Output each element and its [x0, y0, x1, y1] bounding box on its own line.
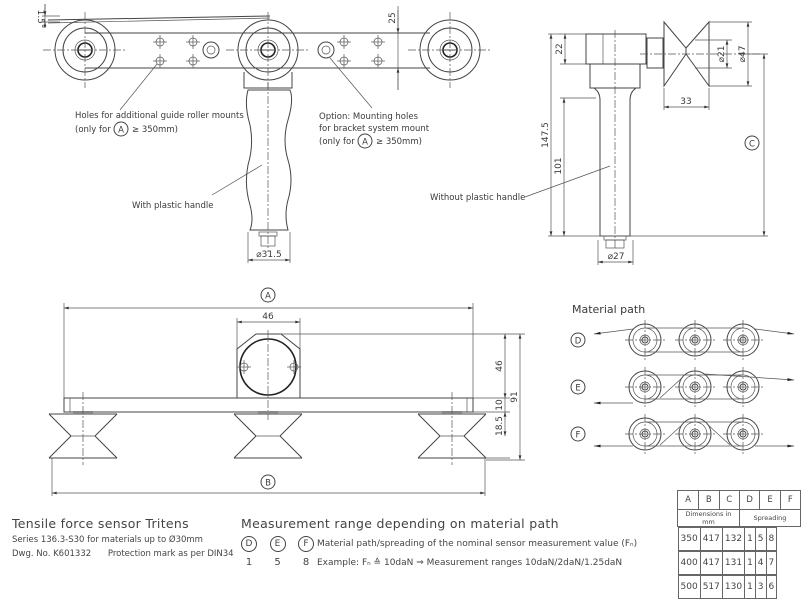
measurement-description: Material path/spreading of the nominal s…	[317, 539, 638, 549]
table-header-row: A B C D E F	[676, 490, 801, 510]
note-mounting-line1: Option: Mounting holes	[319, 112, 419, 122]
cell: 8	[765, 527, 778, 551]
label-with-handle: With plastic handle	[132, 201, 213, 211]
header-a: A	[676, 490, 700, 510]
cell: 500	[677, 575, 701, 599]
dim-dia-21: ⌀21	[717, 46, 727, 63]
side-view: ⌀21 ⌀47 33 22 147.5 101 C ⌀27	[430, 20, 768, 265]
cell: 1	[744, 527, 756, 551]
cell: 6	[765, 575, 778, 599]
table-row: 500 517 130 1 3 6	[677, 575, 778, 599]
note-mounting-line2: for bracket system mount	[319, 124, 430, 134]
dim-angle: 1.5°	[35, 10, 45, 29]
measurement-factors-row: 1 5 8 Example: Fₙ ≙ 10daN ⇒ Measurement …	[241, 557, 637, 568]
cell: 3	[754, 575, 767, 599]
factor-d: 1	[245, 557, 253, 568]
cell: 5	[754, 527, 767, 551]
dim-22: 22	[555, 43, 565, 54]
path-label-f: F	[576, 431, 581, 441]
marker-a-front: A	[265, 292, 271, 302]
cell: 417	[699, 551, 723, 575]
group-dimensions: Dimensions in mm	[677, 509, 740, 527]
path-label-d: D	[575, 337, 582, 347]
cell: 7	[765, 551, 778, 575]
drawing-info: Dwg. No. K601332 Protection mark as per …	[12, 549, 234, 559]
note-mounting-line4: ≥ 350mm)	[376, 137, 422, 147]
cell: 417	[699, 527, 723, 551]
measurement-example: Example: Fₙ ≙ 10daN ⇒ Measurement ranges…	[317, 557, 623, 568]
dim-handle-diameter: ⌀31.5	[256, 250, 281, 260]
header-c: C	[718, 490, 740, 510]
cell: 130	[721, 575, 746, 599]
drawing-number: Dwg. No. K601332	[12, 549, 92, 559]
dim-10: 10	[495, 399, 505, 411]
key-e: E	[269, 536, 286, 552]
note-mounting-line3: (only for	[319, 137, 355, 147]
factor-e: 5	[274, 557, 281, 568]
measurement-keys-row: D E F Material path/spreading of the nom…	[241, 536, 637, 552]
table-group-row: Dimensions in mm Spreading	[677, 509, 801, 527]
dim-91: 91	[510, 391, 520, 402]
dim-dia-27: ⌀27	[608, 252, 625, 262]
cell: 132	[721, 527, 746, 551]
header-f: F	[779, 490, 801, 510]
marker-c: C	[749, 140, 755, 150]
dim-33: 33	[680, 97, 691, 107]
dim-147-5: 147.5	[541, 122, 551, 148]
measurement-title: Measurement range depending on material …	[241, 516, 559, 531]
note-guide-roller-line3: ≥ 350mm)	[132, 125, 178, 135]
marker-b: B	[265, 479, 271, 489]
marker-a: A	[118, 126, 124, 136]
dim-18-5: 18.5	[495, 416, 505, 436]
cell: 517	[699, 575, 723, 599]
key-d: D	[241, 536, 257, 552]
path-label-e: E	[575, 384, 580, 394]
cell: 1	[744, 575, 756, 599]
note-guide-roller-line1: Holes for additional guide roller mounts	[75, 111, 244, 121]
technical-drawing: ⌀31.5 1.5° 25 Holes for additional guide…	[35, 4, 795, 496]
measurement-range: Measurement range depending on material …	[241, 516, 637, 568]
note-guide-roller-line2: (only for	[75, 125, 111, 135]
cell: 1	[744, 551, 756, 575]
dim-101: 101	[554, 157, 564, 174]
dim-25: 25	[388, 12, 398, 23]
material-path-title: Material path	[572, 303, 645, 316]
header-e: E	[759, 490, 781, 510]
label-without-handle: Without plastic handle	[430, 193, 525, 203]
front-view: A 46 46 10 18.5	[48, 287, 525, 496]
product-title: Tensile force sensor Tritens	[12, 516, 189, 531]
table-row: 350 417 132 1 5 8	[677, 527, 778, 551]
header-b: B	[698, 490, 720, 510]
title-block: Tensile force sensor Tritens Series 136.…	[12, 516, 234, 559]
dim-46-side: 46	[495, 360, 505, 372]
cell: 131	[721, 551, 746, 575]
table-row: 400 417 131 1 4 7	[677, 551, 778, 575]
cell: 4	[754, 551, 767, 575]
group-spreading: Spreading	[738, 509, 801, 527]
dim-46-top: 46	[262, 312, 274, 322]
factor-f: 8	[302, 557, 310, 568]
marker-a-2: A	[362, 138, 368, 148]
cell: 350	[677, 527, 701, 551]
key-f: F	[298, 536, 314, 552]
material-path: Material path D E F	[570, 303, 795, 455]
protection-mark: Protection mark as per DIN34	[107, 549, 234, 559]
header-d: D	[738, 490, 761, 510]
cell: 400	[677, 551, 701, 575]
series-line: Series 136.3-S30 for materials up to Ø30…	[12, 535, 203, 545]
top-view: ⌀31.5 1.5° 25 Holes for additional guide…	[35, 4, 493, 263]
